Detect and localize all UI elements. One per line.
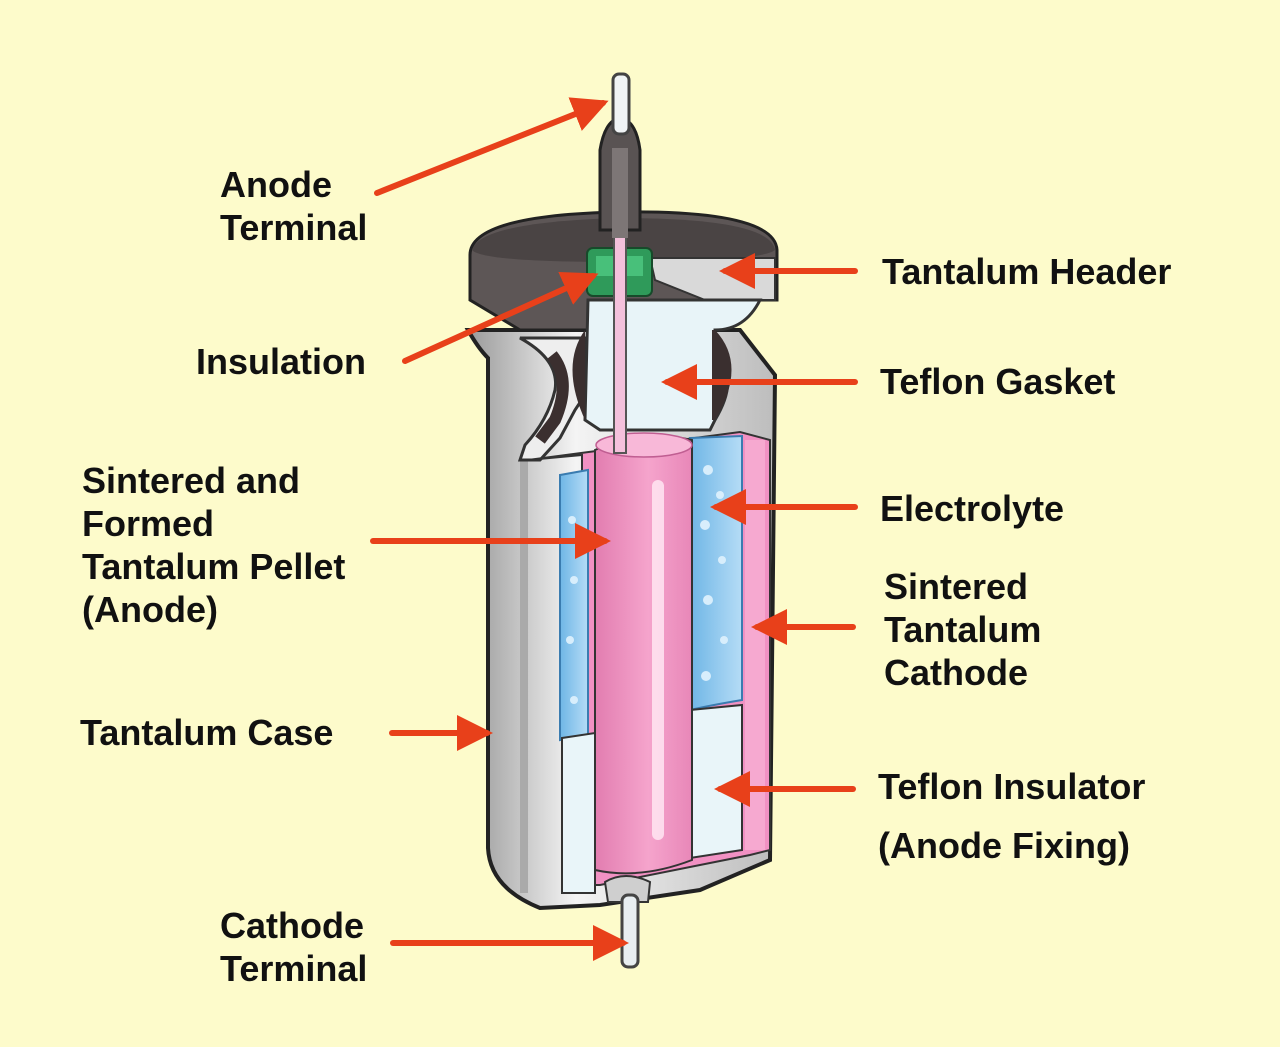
tantalum-pellet-anode [595,436,692,874]
anode-wire [614,225,626,453]
label-electrolyte: Electrolyte [880,487,1064,530]
label-sintered-pellet: Sintered and Formed Tantalum Pellet (Ano… [82,459,345,631]
label-tantalum-case: Tantalum Case [80,711,333,754]
label-sintered-cathode: Sintered Tantalum Cathode [884,565,1041,694]
label-tantalum-header: Tantalum Header [882,250,1171,293]
label-teflon-insulator: Teflon Insulator (Anode Fixing) [878,757,1145,875]
label-insulation: Insulation [196,340,366,383]
cathode-wire [622,895,638,967]
electrolyte-region [690,436,742,710]
case-inner-wall [520,460,528,893]
anode-terminal [613,74,629,134]
label-cathode-terminal: Cathode Terminal [220,904,367,990]
arrow-anode-terminal [377,103,603,193]
teflon-insulator [690,705,742,858]
label-teflon-gasket: Teflon Gasket [880,360,1115,403]
label-anode-terminal: Anode Terminal [220,163,367,249]
